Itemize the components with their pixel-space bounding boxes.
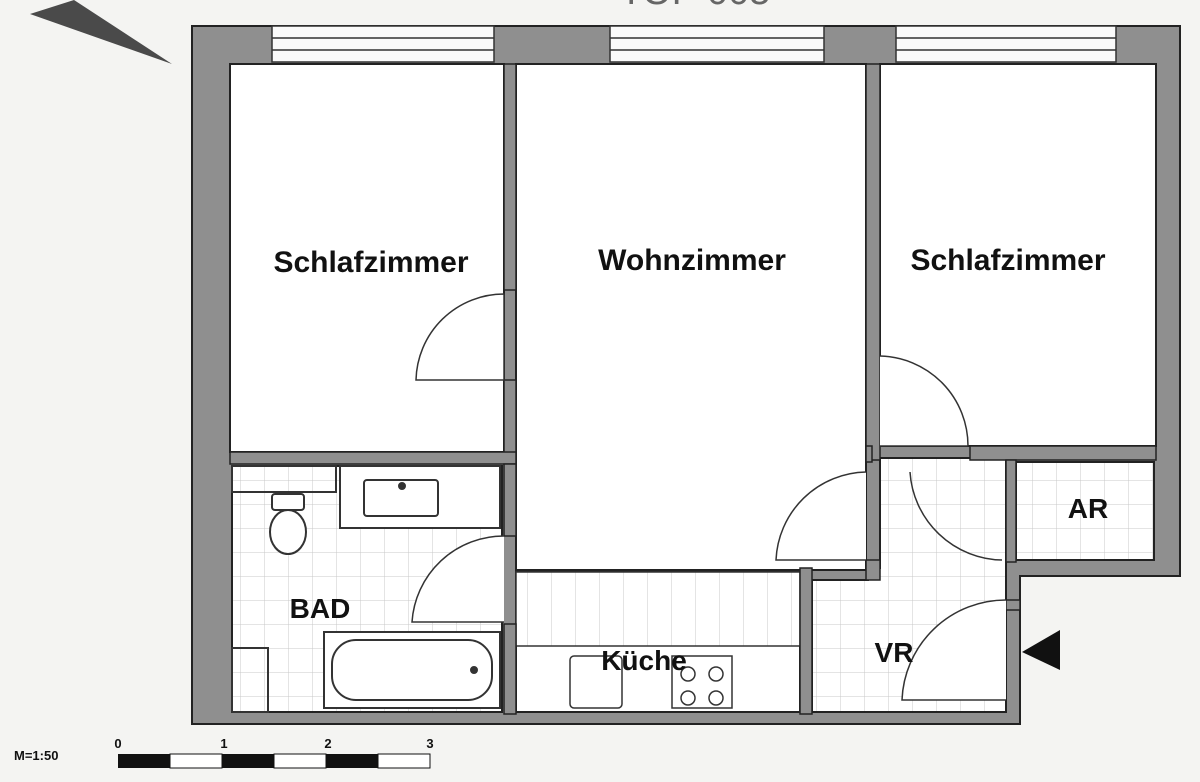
scale-label: M=1:50 <box>14 748 58 763</box>
room-label-storage: AR <box>1068 493 1108 524</box>
toilet-icon <box>269 509 307 555</box>
room-label-bedroom-right: Schlafzimmer <box>910 244 1105 277</box>
room-labels: Schlafzimmer Wohnzimmer Schlafzimmer BAD… <box>273 244 1108 676</box>
apartment-number-label: TOP 005 <box>620 0 771 13</box>
north-arrow-icon <box>30 0 172 64</box>
room-label-bath: BAD <box>290 593 351 624</box>
entrance-arrow-icon <box>1022 630 1060 670</box>
bedroom-left-floor <box>229 63 505 453</box>
cooktop-icon <box>671 655 733 709</box>
door-bedroom-right <box>879 355 969 447</box>
scale-tick-3: 3 <box>426 736 433 751</box>
doors <box>411 293 1007 701</box>
scale-bar: M=1:50 0 1 2 3 <box>14 736 434 769</box>
room-label-kitchen: Küche <box>601 645 687 676</box>
room-label-living: Wohnzimmer <box>598 244 786 277</box>
sink-icon <box>569 655 623 709</box>
room-label-bedroom-left: Schlafzimmer <box>273 246 468 279</box>
scale-tick-2: 2 <box>324 736 331 751</box>
washbasin-icon <box>363 479 439 517</box>
kitchen-fixtures <box>515 571 801 709</box>
door-bedroom-left <box>415 293 505 381</box>
room-label-hall: VR <box>875 637 914 668</box>
bathroom-fixtures <box>231 465 501 713</box>
door-entrance <box>901 599 1007 701</box>
door-living <box>775 471 867 561</box>
door-storage <box>909 471 1003 561</box>
interior-walls <box>229 63 1157 715</box>
scale-tick-0: 0 <box>114 736 121 751</box>
storage-floor <box>1015 461 1155 561</box>
door-bath <box>411 535 505 623</box>
kitchen-counter <box>515 571 801 647</box>
windows <box>271 25 1117 63</box>
scale-tick-1: 1 <box>220 736 227 751</box>
living-room-floor <box>515 63 867 571</box>
